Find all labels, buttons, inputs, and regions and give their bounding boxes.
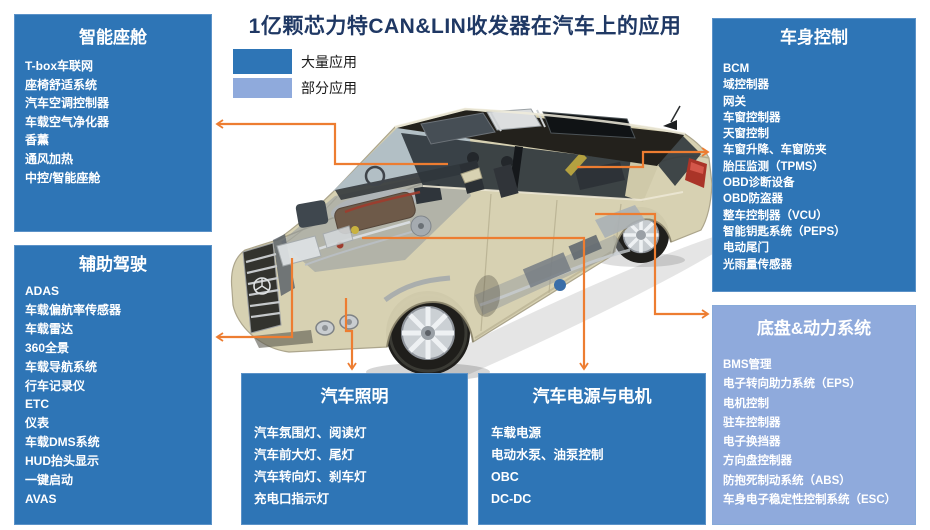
panel-item: 域控制器: [723, 79, 769, 92]
panel-item: T-box车联网: [25, 59, 93, 73]
panel-item: 车窗升降、车窗防夹: [723, 144, 827, 157]
panel-item: DC-DC: [491, 492, 532, 506]
panel-item: 电动尾门: [723, 242, 769, 255]
panel-item: 电子换挡器: [723, 436, 781, 449]
panel-item: OBD诊断设备: [723, 177, 795, 190]
panel-item: 车载空气净化器: [25, 114, 110, 129]
panel-item: 胎压监测（TPMS）: [723, 160, 824, 173]
panel-item-list: BCM 域控制器网关车窗控制器天窗控制车窗升降、车窗防夹胎压监测（TPMS） OBD…: [713, 61, 915, 273]
panel-assisted-driving: 辅助驾驶 ADAS 车载偏航率传感器车载雷达 360全景车载导航系统行车记录仪 ETC…: [14, 245, 212, 525]
panel-item: 电动水泵、油泵控制: [491, 448, 604, 462]
panel-item: AVAS: [25, 491, 57, 506]
panel-item: 光雨量传感器: [723, 258, 792, 271]
panel-item: 座椅舒适系统: [25, 77, 98, 92]
panel-item: 车窗控制器: [723, 111, 781, 124]
panel-title: 辅助驾驶: [79, 255, 147, 274]
panel-title: 智能座舱: [79, 28, 147, 47]
legend-row-heavy: 大量应用: [233, 49, 357, 74]
page-title: 1亿颗芯力特CAN&LIN收发器在汽车上的应用: [248, 15, 682, 38]
panel-item: 车身电子稳定性控制系统（ESC）: [723, 494, 897, 507]
panel-title: 汽车电源与电机: [532, 387, 652, 406]
panel-item: 中控/智能座舱: [25, 170, 101, 185]
legend: 大量应用 部分应用: [233, 49, 357, 102]
legend-label: 部分应用: [301, 80, 357, 96]
panel-chassis-power: 底盘&动力系统 BMS管理电子转向助力系统（EPS） 电机控制驻车控制器电子换挡器…: [712, 305, 916, 525]
panel-item: 驻车控制器: [723, 416, 781, 429]
panel-item: 一键启动: [25, 473, 74, 488]
panel-item: 车载DMS系统: [25, 435, 100, 450]
panel-item: 电子转向助力系统（EPS）: [723, 378, 862, 391]
panel-item: 行车记录仪: [25, 378, 86, 393]
panel-item: 汽车前大灯、尾灯: [254, 448, 355, 462]
panel-item: 整车控制器（VCU）: [723, 209, 828, 222]
panel-item: ADAS: [25, 284, 60, 298]
panel-item-list: 汽车氛围灯、阅读灯汽车前大灯、尾灯汽车转向灯、刹车灯充电口指示灯: [242, 422, 467, 510]
panel-item: 车载雷达: [25, 321, 74, 336]
panel-item: 360全景: [25, 340, 70, 355]
panel-item: 汽车转向灯、刹车灯: [254, 470, 367, 484]
panel-item: OBD防盗器: [723, 193, 784, 206]
panel-item-list: ADAS 车载偏航率传感器车载雷达 360全景车载导航系统行车记录仪 ETC 仪表车载D…: [15, 282, 211, 509]
panel-item: BMS管理: [723, 359, 772, 371]
panel-item: 仪表: [25, 416, 50, 431]
panel-item: 防抱死制动系统（ABS）: [723, 474, 851, 487]
panel-item: 车载导航系统: [25, 359, 98, 374]
panel-body-control: 车身控制 BCM 域控制器网关车窗控制器天窗控制车窗升降、车窗防夹胎压监测（TPM…: [712, 18, 916, 292]
panel-item: 香薰: [25, 133, 50, 148]
panel-item: 电机控制: [723, 397, 769, 410]
cutaway-car-illustration: [230, 105, 720, 385]
panel-item: 汽车空调控制器: [25, 96, 110, 111]
panel-lighting: 汽车照明 汽车氛围灯、阅读灯汽车前大灯、尾灯汽车转向灯、刹车灯充电口指示灯: [241, 373, 468, 525]
panel-item: 车载偏航率传感器: [25, 302, 122, 317]
panel-title: 车身控制: [780, 28, 848, 47]
panel-item: 天窗控制: [723, 128, 769, 141]
panel-item: 汽车氛围灯、阅读灯: [254, 426, 367, 440]
legend-swatch-partial-use: [233, 78, 292, 98]
panel-item: HUD抬头显示: [25, 454, 99, 469]
legend-label: 大量应用: [301, 53, 357, 70]
panel-item: 网关: [723, 95, 746, 108]
legend-row-partial: 部分应用: [233, 78, 357, 98]
legend-swatch-heavy-use: [233, 49, 292, 74]
panel-power-motor: 汽车电源与电机 车载电源电动水泵、油泵控制 OBC DC-DC: [478, 373, 706, 525]
panel-title: 汽车照明: [320, 387, 389, 406]
panel-item-list: BMS管理电子转向助力系统（EPS） 电机控制驻车控制器电子换挡器方向盘控制器防抱…: [713, 356, 915, 510]
panel-item: 通风加热: [25, 151, 74, 166]
panel-item: ETC: [25, 397, 49, 412]
panel-item: 智能钥匙系统（PEPS）: [723, 225, 846, 238]
panel-title: 底盘&动力系统: [756, 319, 872, 338]
panel-item: OBC: [491, 470, 519, 484]
panel-item: 方向盘控制器: [723, 455, 792, 468]
panel-item-list: T-box车联网座椅舒适系统汽车空调控制器车载空气净化器香薰通风加热中控/智能座…: [15, 57, 211, 187]
panel-item-list: 车载电源电动水泵、油泵控制 OBC DC-DC: [479, 422, 705, 510]
panel-smart-cockpit: 智能座舱 T-box车联网座椅舒适系统汽车空调控制器车载空气净化器香薰通风加热中…: [14, 14, 212, 232]
panel-item: BCM: [723, 63, 750, 75]
panel-item: 车载电源: [491, 426, 542, 440]
panel-item: 充电口指示灯: [254, 492, 330, 506]
